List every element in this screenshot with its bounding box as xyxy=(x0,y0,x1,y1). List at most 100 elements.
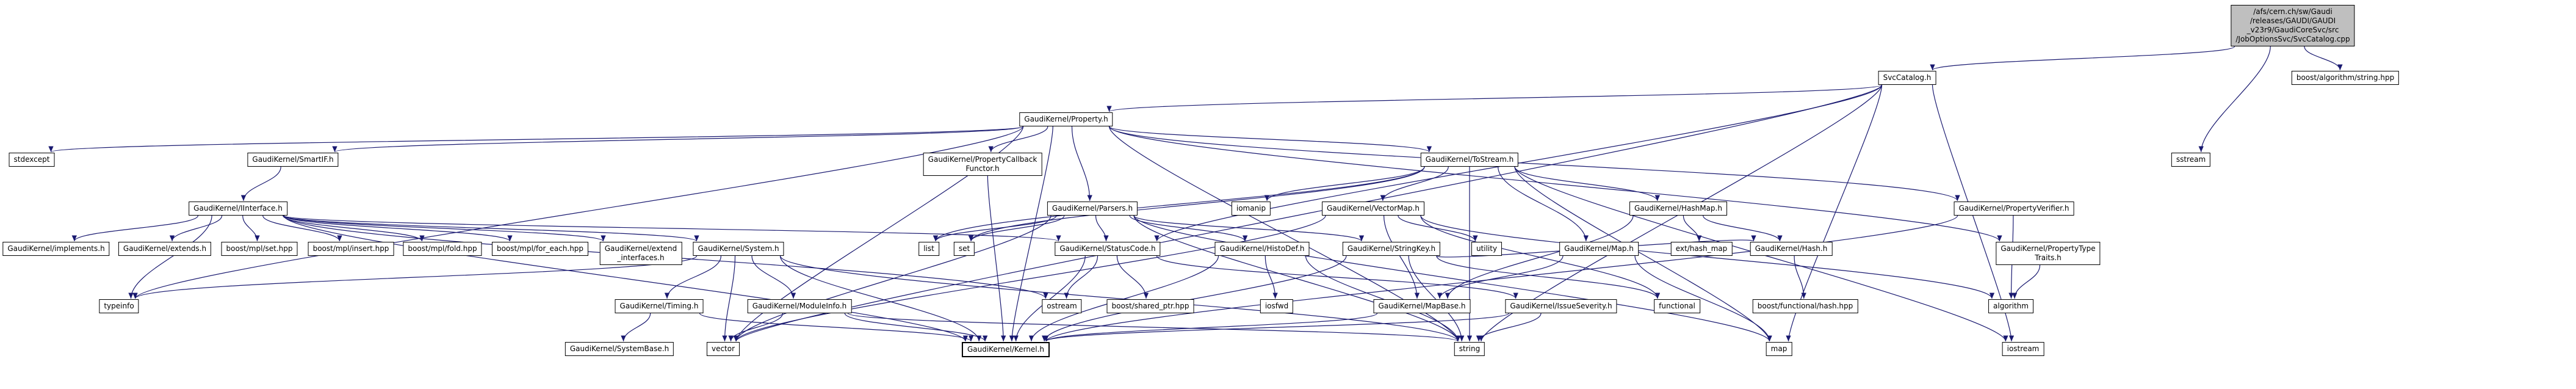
edge-parsers-statuscode xyxy=(1095,215,1109,242)
node-boost_hash[interactable]: boost/functional/hash.hpp xyxy=(1752,299,1858,313)
node-proptypetraits[interactable]: GaudiKernel/PropertyType Traits.h xyxy=(1996,242,2101,265)
edge-tostream-list xyxy=(933,166,1425,242)
node-parsers[interactable]: GaudiKernel/Parsers.h xyxy=(1047,202,1138,216)
node-iomanip[interactable]: iomanip xyxy=(1231,202,1271,216)
edge-iinterface-mpl_fold xyxy=(283,215,425,242)
node-pcf[interactable]: GaudiKernel/PropertyCallback Functor.h xyxy=(923,153,1042,176)
edge-property-smartif xyxy=(332,126,1024,153)
edge-property-typeinfo xyxy=(132,126,1024,299)
edge-iinterface-statuscode xyxy=(283,215,1061,242)
node-smartif[interactable]: GaudiKernel/SmartIF.h xyxy=(247,153,339,167)
edge-iinterface-kernel xyxy=(283,215,968,342)
edge-property-pcf xyxy=(988,126,1048,153)
node-list[interactable]: list xyxy=(918,242,939,256)
node-extend_ifaces[interactable]: GaudiKernel/extend _interfaces.h xyxy=(599,242,682,265)
edge-statuscode-issueseverity xyxy=(1156,255,1518,299)
edge-pcf-kernel xyxy=(987,175,1006,342)
edge-stringkey-kernel xyxy=(1042,255,1347,342)
node-ext_hash_map[interactable]: ext/hash_map xyxy=(1670,242,1733,256)
edge-stringkey-string xyxy=(1408,255,1465,342)
node-stringkey[interactable]: GaudiKernel/StringKey.h xyxy=(1342,242,1441,256)
node-hash[interactable]: GaudiKernel/Hash.h xyxy=(1750,242,1833,256)
node-kernel[interactable]: GaudiKernel/Kernel.h xyxy=(961,342,1050,357)
edge-iinterface-extend_ifaces xyxy=(283,215,606,242)
edge-histodef-iosfwd xyxy=(1265,255,1278,299)
node-string[interactable]: string xyxy=(1454,342,1485,356)
edge-svccatalog-property xyxy=(1106,84,1883,112)
node-stdmap[interactable]: map xyxy=(1766,342,1792,356)
edge-iinterface-typeinfo xyxy=(128,215,212,299)
edge-tostream-gmap xyxy=(1498,166,1589,242)
edge-propverifier-kernel xyxy=(1044,215,1958,342)
node-mpl_set[interactable]: boost/mpl/set.hpp xyxy=(221,242,298,256)
edge-system-string xyxy=(779,255,1460,342)
edge-vectormap-utility xyxy=(1398,215,1478,242)
edge-root-svccatalog xyxy=(1930,46,2235,71)
node-vector[interactable]: vector xyxy=(706,342,740,356)
node-shared_ptr[interactable]: boost/shared_ptr.hpp xyxy=(1106,299,1194,313)
edge-property-parsers xyxy=(1071,126,1092,202)
node-property[interactable]: GaudiKernel/Property.h xyxy=(1019,112,1113,126)
node-set[interactable]: set xyxy=(953,242,975,256)
edge-property-proptypetraits xyxy=(1108,126,2002,242)
node-iostream[interactable]: iostream xyxy=(2002,342,2044,356)
node-mapbase[interactable]: GaudiKernel/MapBase.h xyxy=(1373,299,1471,313)
edge-vectormap-algorithm xyxy=(1420,215,1995,299)
node-typeinfo[interactable]: typeinfo xyxy=(99,299,139,313)
edge-vectormap-mapbase xyxy=(1384,215,1420,299)
edge-parsers-vector xyxy=(733,215,1052,342)
edge-statuscode-kernel xyxy=(1013,255,1086,342)
node-functional[interactable]: functional xyxy=(1654,299,1700,313)
node-moduleinfo[interactable]: GaudiKernel/ModuleInfo.h xyxy=(747,299,852,313)
node-issueseverity[interactable]: GaudiKernel/IssueSeverity.h xyxy=(1505,299,1617,313)
edge-gmap-stdmap xyxy=(1634,255,1772,342)
edge-iinterface-implements xyxy=(71,215,199,242)
node-sstream[interactable]: sstream xyxy=(2171,153,2211,167)
node-histodef[interactable]: GaudiKernel/HistoDef.h xyxy=(1214,242,1310,256)
edge-gmap-mapbase xyxy=(1437,255,1564,299)
edge-system-timing xyxy=(664,255,721,299)
edge-property-propverifier xyxy=(1108,126,1960,202)
node-gmap[interactable]: GaudiKernel/Map.h xyxy=(1559,242,1639,256)
edge-moduleinfo-kernel xyxy=(844,313,988,342)
edge-histodef-kernel xyxy=(1028,255,1219,342)
edge-parsers-list xyxy=(933,215,1057,242)
node-svccatalog[interactable]: SvcCatalog.h xyxy=(1878,71,1936,85)
node-extends[interactable]: GaudiKernel/extends.h xyxy=(118,242,212,256)
edge-property-tostream xyxy=(1108,126,1432,153)
edge-issueseverity-kernel xyxy=(1044,313,1510,342)
node-iinterface[interactable]: GaudiKernel/IInterface.h xyxy=(189,202,287,216)
edge-iinterface-mpl_set xyxy=(242,215,260,242)
edge-tostream-iomanip xyxy=(1264,166,1425,202)
edge-root-boost_algo_string xyxy=(2304,46,2343,71)
node-tostream[interactable]: GaudiKernel/ToStream.h xyxy=(1420,153,1519,167)
edge-smartif-iinterface xyxy=(240,166,281,202)
node-hashmap[interactable]: GaudiKernel/HashMap.h xyxy=(1629,202,1727,216)
edge-iinterface-mpl_insert xyxy=(262,215,342,242)
edge-tostream-set xyxy=(968,166,1425,242)
edge-hashmap-ext_hash_map xyxy=(1683,215,1702,242)
node-boost_algo_string[interactable]: boost/algorithm/string.hpp xyxy=(2291,71,2400,85)
node-stdexcept[interactable]: stdexcept xyxy=(9,153,55,167)
edge-tostream-vectormap xyxy=(1380,166,1449,202)
node-mpl_insert[interactable]: boost/mpl/insert.hpp xyxy=(308,242,394,256)
node-mpl_foreach[interactable]: boost/mpl/for_each.hpp xyxy=(491,242,589,256)
node-statuscode[interactable]: GaudiKernel/StatusCode.h xyxy=(1055,242,1161,256)
node-algorithm[interactable]: algorithm xyxy=(1988,299,2033,313)
edge-parsers-histodef xyxy=(1129,215,1248,242)
node-systembase[interactable]: GaudiKernel/SystemBase.h xyxy=(565,342,674,356)
node-propverifier[interactable]: GaudiKernel/PropertyVerifier.h xyxy=(1954,202,2074,216)
node-system[interactable]: GaudiKernel/System.h xyxy=(693,242,784,256)
node-mpl_fold[interactable]: boost/mpl/fold.hpp xyxy=(403,242,482,256)
node-utility[interactable]: utility xyxy=(1471,242,1503,256)
edge-parsers-stdmap xyxy=(1133,215,1772,342)
node-timing[interactable]: GaudiKernel/Timing.h xyxy=(615,299,704,313)
edge-property-stdexcept xyxy=(49,126,1024,153)
node-iosfwd[interactable]: iosfwd xyxy=(1260,299,1294,313)
node-root: /afs/cern.ch/sw/Gaudi /releases/GAUDI/GA… xyxy=(2231,5,2355,46)
node-implements[interactable]: GaudiKernel/implements.h xyxy=(2,242,110,256)
node-vectormap[interactable]: GaudiKernel/VectorMap.h xyxy=(1322,202,1424,216)
node-ostream[interactable]: ostream xyxy=(1042,299,1082,313)
